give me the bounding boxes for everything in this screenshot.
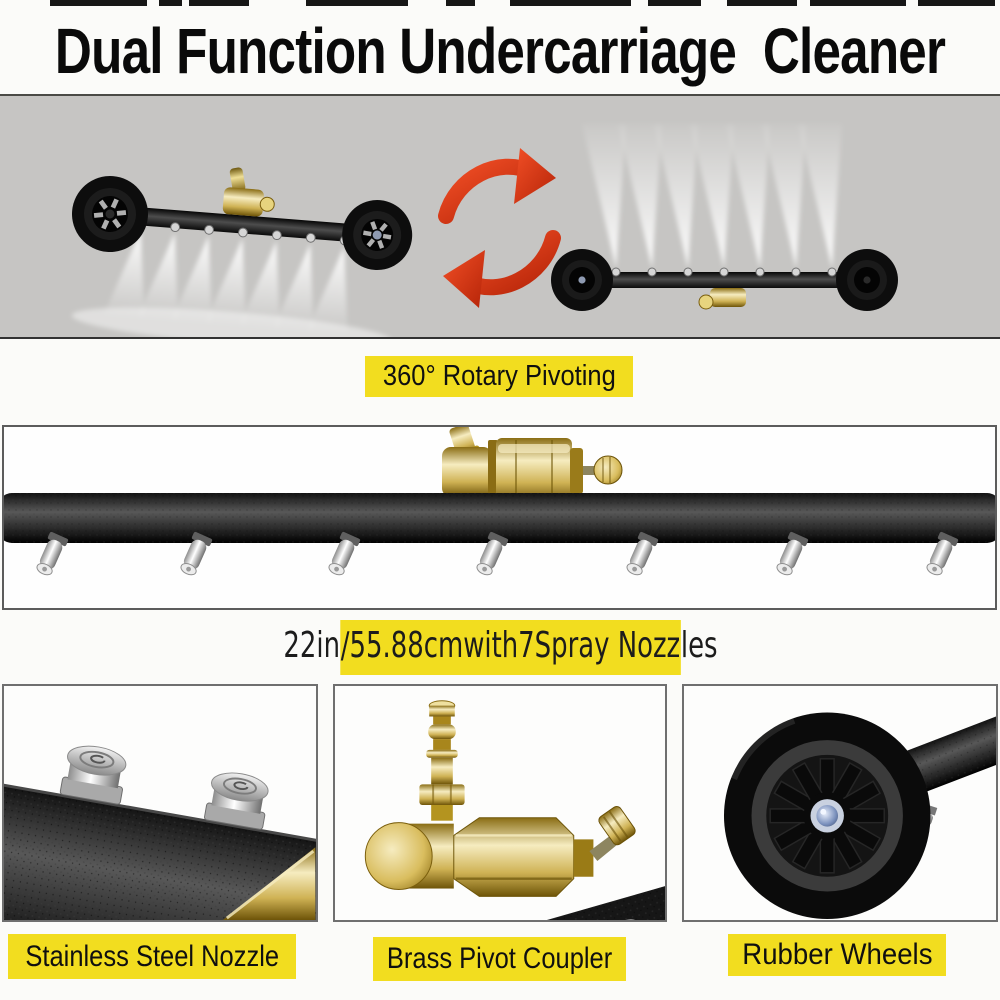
rotary-pivot-label-text: 360° Rotary Pivoting [382,360,616,392]
cropped-text-fragment [918,0,995,6]
wheel-left [551,249,613,311]
cropped-text-fragment [159,0,182,6]
cleaner-spraying-down-photo [71,167,413,337]
cropped-text-fragment [810,0,906,6]
cropped-text-fragment [446,0,475,6]
hero-photo [71,124,898,337]
spec-prefix: 22in [282,624,340,666]
brass-coupler-icon [222,167,275,217]
brass-coupler-closeup [442,427,623,502]
size-spec-line: 22in/55.88cmwith7Spray Nozzles [0,614,1000,676]
quick-connect-plug [419,700,465,821]
hero-banner [0,94,1000,339]
feature-panel-wheel [682,684,998,922]
rubber-wheel-icon [723,712,931,920]
rubber-wheel-photo [723,712,996,920]
cropped-text-fragment [727,0,797,6]
spray-bar-with-brass-coupler-photo [4,427,995,576]
page-title: Dual Function Undercarriage Cleaner [54,15,946,87]
feature-label-text: Rubber Wheels [741,938,933,971]
wheel-right [342,200,413,271]
feature-label-rubber-wheels: Rubber Wheels [728,934,946,976]
wheel-right [836,249,898,311]
stainless-steel-nozzle-photo [4,745,316,920]
feature-label-stainless-steel-nozzle: Stainless Steel Nozzle [8,934,296,979]
cropped-text-fragment [50,0,147,6]
brass-pivot-coupler-photo: HR [364,700,665,920]
cropped-text-fragment [648,0,701,6]
spray-bar [101,205,390,245]
spec-highlight: /55.88cmwith7Spray Nozz [339,619,681,675]
wheel-left [72,176,148,252]
spray-mist-down [71,230,391,337]
spec-suffix: les [680,624,718,666]
spray-bar-closeup-section [2,425,997,610]
feature-label-text: Brass Pivot Coupler [386,942,613,975]
cropped-text-fragment [510,0,631,6]
cropped-text-fragment [189,0,249,6]
spray-mist-up [582,124,842,268]
feature-label-text: Stainless Steel Nozzle [25,939,279,973]
spray-nozzles-row [36,531,959,576]
steel-nozzle-icon [59,745,127,805]
feature-label-brass-pivot-coupler: Brass Pivot Coupler [373,937,626,981]
brass-coupler-icon [698,288,746,310]
steel-nozzle-icon [204,772,269,830]
feature-panel-coupler: HR [333,684,667,922]
cleaner-spraying-up-photo [551,124,898,311]
rotation-arrows-icon [438,148,561,308]
cropped-text-fragment [306,0,408,6]
rotary-pivot-label: 360° Rotary Pivoting [365,356,633,397]
coupler-body [364,806,636,897]
feature-panel-nozzle [2,684,318,922]
